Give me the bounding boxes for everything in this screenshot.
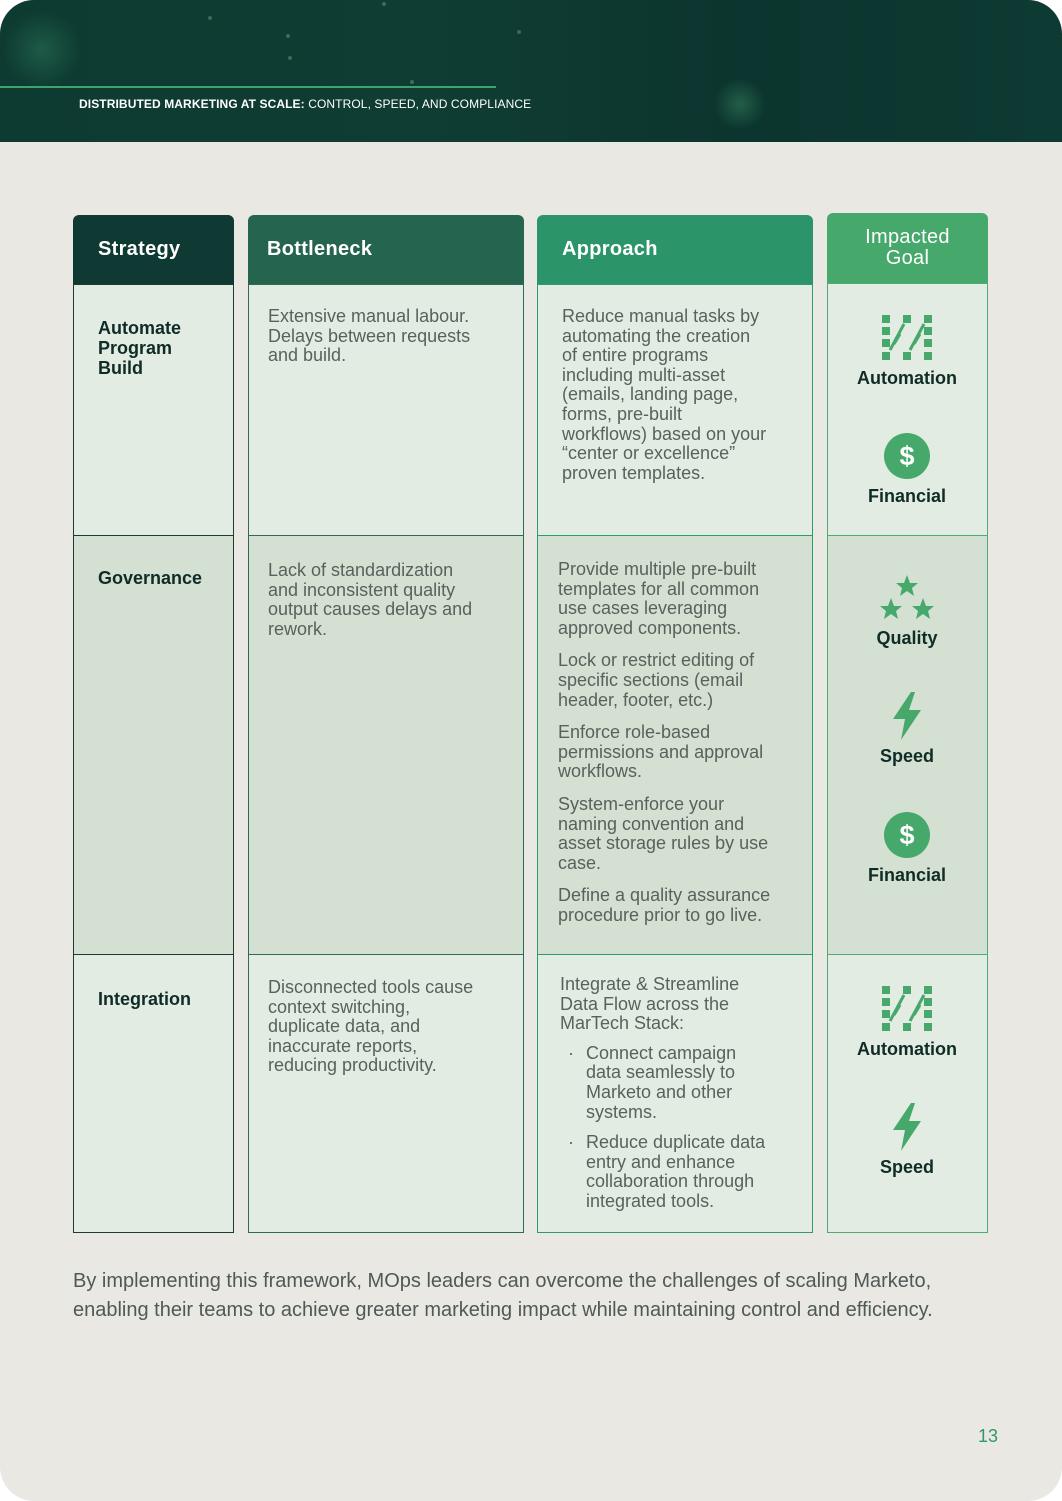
svg-text:$: $ bbox=[899, 820, 914, 850]
goal-automation: Automation bbox=[828, 314, 986, 389]
dollar-coin-icon: $ bbox=[884, 433, 930, 479]
lightning-bolt-icon bbox=[893, 692, 921, 740]
row3-strategy: Integration bbox=[98, 989, 191, 1009]
summary-paragraph: By implementing this framework, MOps lea… bbox=[73, 1270, 933, 1321]
row3-goal-cell: Automation Speed bbox=[827, 954, 988, 1233]
page-number: 13 bbox=[978, 1426, 999, 1446]
goal-label-financial: Financial bbox=[867, 865, 947, 885]
three-stars-icon bbox=[880, 575, 934, 619]
document-running-title: DISTRIBUTED MARKETING AT SCALE: CONTROL,… bbox=[79, 97, 531, 111]
row1-bottleneck-cell: Extensive manual labour.Delays between r… bbox=[248, 284, 524, 536]
running-title-rest: CONTROL, SPEED, AND COMPLIANCE bbox=[304, 97, 532, 111]
column-header-bottleneck: Bottleneck bbox=[248, 215, 524, 285]
goal-speed: Speed bbox=[828, 692, 986, 767]
row2-goal-cell: Quality Speed $ Financial bbox=[827, 535, 988, 955]
goal-quality: Quality bbox=[828, 574, 986, 649]
automation-workflow-icon bbox=[882, 315, 932, 360]
row2-strategy-cell: Governance bbox=[73, 535, 234, 955]
goal-financial: $ Financial bbox=[828, 811, 986, 886]
goal-label-speed: Speed bbox=[879, 1157, 935, 1177]
goal-label-speed: Speed bbox=[879, 746, 935, 766]
automation-workflow-icon bbox=[882, 986, 932, 1031]
goal-automation: Automation bbox=[828, 985, 986, 1060]
running-title-bold: DISTRIBUTED MARKETING AT SCALE: bbox=[79, 97, 305, 111]
header-banner: DISTRIBUTED MARKETING AT SCALE: CONTROL,… bbox=[0, 0, 1062, 142]
header-rule bbox=[0, 86, 496, 88]
row3-strategy-cell: Integration bbox=[73, 954, 234, 1233]
lightning-bolt-icon bbox=[893, 1103, 921, 1151]
goal-label-quality: Quality bbox=[876, 628, 938, 648]
row2-strategy: Governance bbox=[98, 568, 203, 588]
row1-bottleneck: Extensive manual labour.Delays between r… bbox=[268, 306, 471, 366]
goal-label-automation: Automation bbox=[857, 1039, 957, 1059]
column-header-approach: Approach bbox=[537, 215, 813, 285]
dollar-coin-icon: $ bbox=[884, 812, 930, 858]
column-header-impacted-goal: Impacted Goal bbox=[827, 213, 988, 283]
goal-label-automation: Automation bbox=[857, 368, 957, 388]
svg-text:$: $ bbox=[899, 441, 914, 471]
goal-label-financial: Financial bbox=[867, 486, 947, 506]
goal-speed: Speed bbox=[828, 1103, 986, 1178]
row1-goal-cell: Automation $ Financial bbox=[827, 283, 988, 536]
column-header-strategy: Strategy bbox=[73, 215, 234, 285]
goal-financial: $ Financial bbox=[828, 432, 986, 507]
